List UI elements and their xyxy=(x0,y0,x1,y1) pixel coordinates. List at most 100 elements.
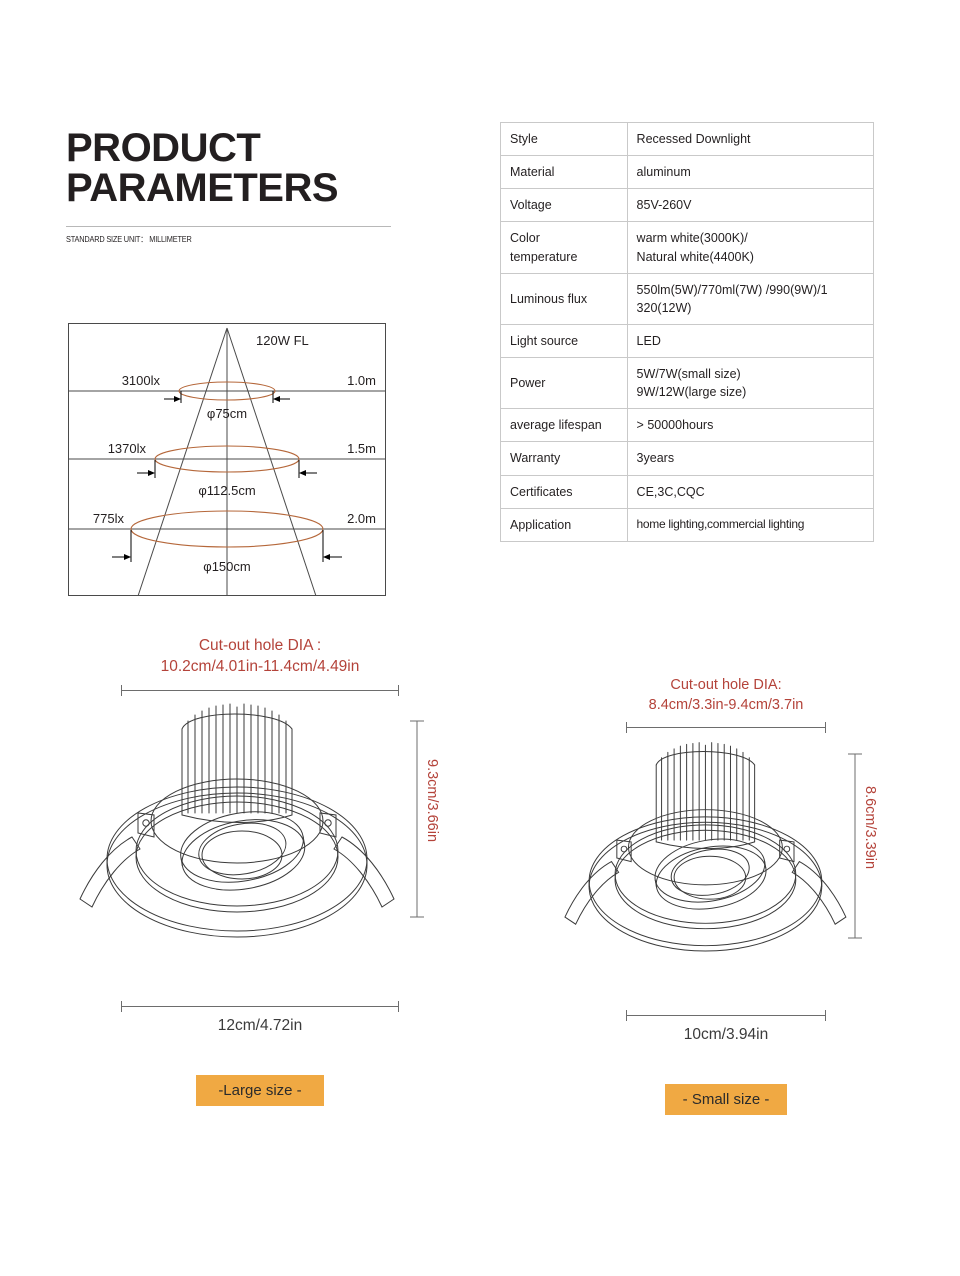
large-width-bar xyxy=(121,1005,399,1007)
spec-value: 5W/7W(small size) 9W/12W(large size) xyxy=(626,356,875,410)
table-row: average lifespan > 50000hours xyxy=(500,408,875,443)
small-cutout-cap-right xyxy=(825,722,826,734)
beam-angle-diagram: 120W FL 3100lx 1.0m φ75cm 1370lx 1.5m φ1… xyxy=(68,323,386,596)
spec-value-line: Natural white(4400K) xyxy=(636,249,754,264)
small-cutout-cap-left xyxy=(626,722,627,734)
heading-divider xyxy=(66,226,391,227)
large-cutout-cap-left xyxy=(121,684,122,696)
large-cutout-line-2: 10.2cm/4.01in-11.4cm/4.49in xyxy=(160,657,360,675)
spec-value-line: warm white(3000K)/ xyxy=(636,231,748,246)
beam-source-label: 120W FL xyxy=(256,333,309,348)
standard-size-unit-note: STANDARD SIZE UNIT： MILLIMETER xyxy=(66,235,192,244)
small-cutout-bar xyxy=(626,727,826,729)
spec-value: LED xyxy=(626,323,875,359)
beam-height-label-1: 1.0m xyxy=(347,373,376,388)
spec-value: > 50000hours xyxy=(626,408,875,443)
page-title-line-1: PRODUCT xyxy=(66,126,261,170)
table-row: Material aluminum xyxy=(500,155,875,190)
small-width-dimension-line xyxy=(626,1010,826,1022)
spec-key: Certificates xyxy=(500,474,628,509)
spec-value-line: 9W/12W(large size) xyxy=(636,385,747,400)
spec-key-line: Color xyxy=(510,231,540,246)
spec-value: home lighting,commercial lighting xyxy=(626,507,875,542)
spec-key: Light source xyxy=(500,323,628,359)
small-size-product-figure: Cut-out hole DIA: 8.4cm/3.3in-9.4cm/3.7i… xyxy=(546,676,906,1116)
large-size-product-figure: Cut-out hole DIA : 10.2cm/4.01in-11.4cm/… xyxy=(60,636,460,1106)
large-width-label: 12cm/4.72in xyxy=(217,1016,303,1034)
spec-value-line: 5W/7W(small size) xyxy=(636,367,741,381)
beam-height-label-3: 2.0m xyxy=(347,511,376,526)
large-width-cap-left xyxy=(121,1000,122,1012)
spec-key: Warranty xyxy=(500,441,628,476)
beam-lux-label-3: 775lx xyxy=(93,511,125,526)
spec-key: Application xyxy=(500,507,628,542)
page-heading: PRODUCT PARAMETERS STANDARD SIZE UNIT： M… xyxy=(66,128,406,245)
spec-value-line: CE,3C,CQC xyxy=(636,484,705,499)
spec-value-line: Recessed Downlight xyxy=(636,132,751,146)
large-height-label: 9.3cm/3.66in xyxy=(424,758,440,842)
table-row: Application home lighting,commercial ligh… xyxy=(500,507,875,542)
small-cutout-line-1: Cut-out hole DIA: xyxy=(670,677,782,693)
spec-value-line: > 50000hours xyxy=(636,418,714,433)
small-cutout-line-2: 8.4cm/3.3in-9.4cm/3.7in xyxy=(648,696,804,713)
large-cutout-line-1: Cut-out hole DIA : xyxy=(198,637,322,654)
spec-value-line: 3years xyxy=(636,451,675,466)
spec-value-line: 550lm(5W)/770ml(7W) /990(9W)/1 xyxy=(636,282,828,297)
small-width-cap-left xyxy=(626,1010,627,1022)
table-row: Voltage 85V-260V xyxy=(500,188,875,223)
beam-diameter-label-3: φ150cm xyxy=(203,559,250,574)
large-cutout-caption: Cut-out hole DIA : 10.2cm/4.01in-11.4cm/… xyxy=(60,636,460,678)
large-width-dimension-line xyxy=(121,1000,399,1013)
beam-diameter-label-2: φ112.5cm xyxy=(198,483,255,498)
table-row: Light source LED xyxy=(500,323,875,359)
spec-value: 85V-260V xyxy=(626,188,875,223)
spec-key: average lifespan xyxy=(500,408,628,443)
beam-lux-label-2: 1370lx xyxy=(108,441,147,456)
spec-key: Luminous flux xyxy=(500,272,628,325)
spec-key: Power xyxy=(500,356,628,410)
table-row: Style Recessed Downlight xyxy=(500,121,875,157)
small-size-badge: - Small size - xyxy=(665,1084,787,1116)
small-cutout-caption: Cut-out hole DIA: 8.4cm/3.3in-9.4cm/3.7i… xyxy=(546,676,906,715)
large-fixture-drawing-wrap: 9.3cm/3.66in xyxy=(60,697,460,969)
small-fixture-drawing-wrap: 8.6cm/3.39in xyxy=(546,734,906,982)
spec-value: warm white(3000K)/ Natural white(4400K) xyxy=(626,221,875,274)
spec-value-line: LED xyxy=(636,333,661,348)
spec-key: Style xyxy=(500,121,628,157)
spec-key: Material xyxy=(500,155,628,190)
spec-value: 3years xyxy=(626,441,875,476)
small-downlight-drawing xyxy=(564,742,847,952)
spec-value: 550lm(5W)/770ml(7W) /990(9W)/1 320(12W) xyxy=(626,272,875,325)
beam-diameter-label-1: φ75cm xyxy=(207,406,247,421)
spec-value: Recessed Downlight xyxy=(626,121,875,157)
spec-value-line: home lighting,commercial lighting xyxy=(636,516,805,531)
spec-key: Color temperature xyxy=(500,221,628,274)
spec-value: aluminum xyxy=(626,155,875,190)
page-title-line-2: PARAMETERS xyxy=(66,166,339,210)
small-width-bar xyxy=(626,1015,826,1017)
spec-key: Voltage xyxy=(500,188,628,223)
table-row: Certificates CE,3C,CQC xyxy=(500,474,875,509)
spec-value-line: aluminum xyxy=(636,165,691,180)
small-width-cap-right xyxy=(825,1010,826,1022)
table-row: Color temperature warm white(3000K)/ Natura… xyxy=(500,221,875,274)
spec-value: CE,3C,CQC xyxy=(626,474,875,509)
spec-key-line: temperature xyxy=(510,249,578,264)
large-height-dimension-line xyxy=(410,720,424,918)
spec-value-line: 320(12W) xyxy=(636,300,692,315)
large-width-cap-right xyxy=(398,1000,399,1012)
table-row: Warranty 3years xyxy=(500,441,875,476)
beam-height-label-2: 1.5m xyxy=(347,441,376,456)
large-cutout-bar xyxy=(121,689,399,691)
small-width-label: 10cm/3.94in xyxy=(683,1026,769,1044)
spec-value-line: 85V-260V xyxy=(636,198,692,213)
large-cutout-cap-right xyxy=(398,684,399,696)
large-size-badge: -Large size - xyxy=(196,1074,324,1106)
small-height-dimension-line xyxy=(848,753,862,939)
small-height-label: 8.6cm/3.39in xyxy=(862,786,878,870)
large-downlight-drawing xyxy=(79,703,395,938)
table-row: Power 5W/7W(small size) 9W/12W(large size) xyxy=(500,356,875,410)
